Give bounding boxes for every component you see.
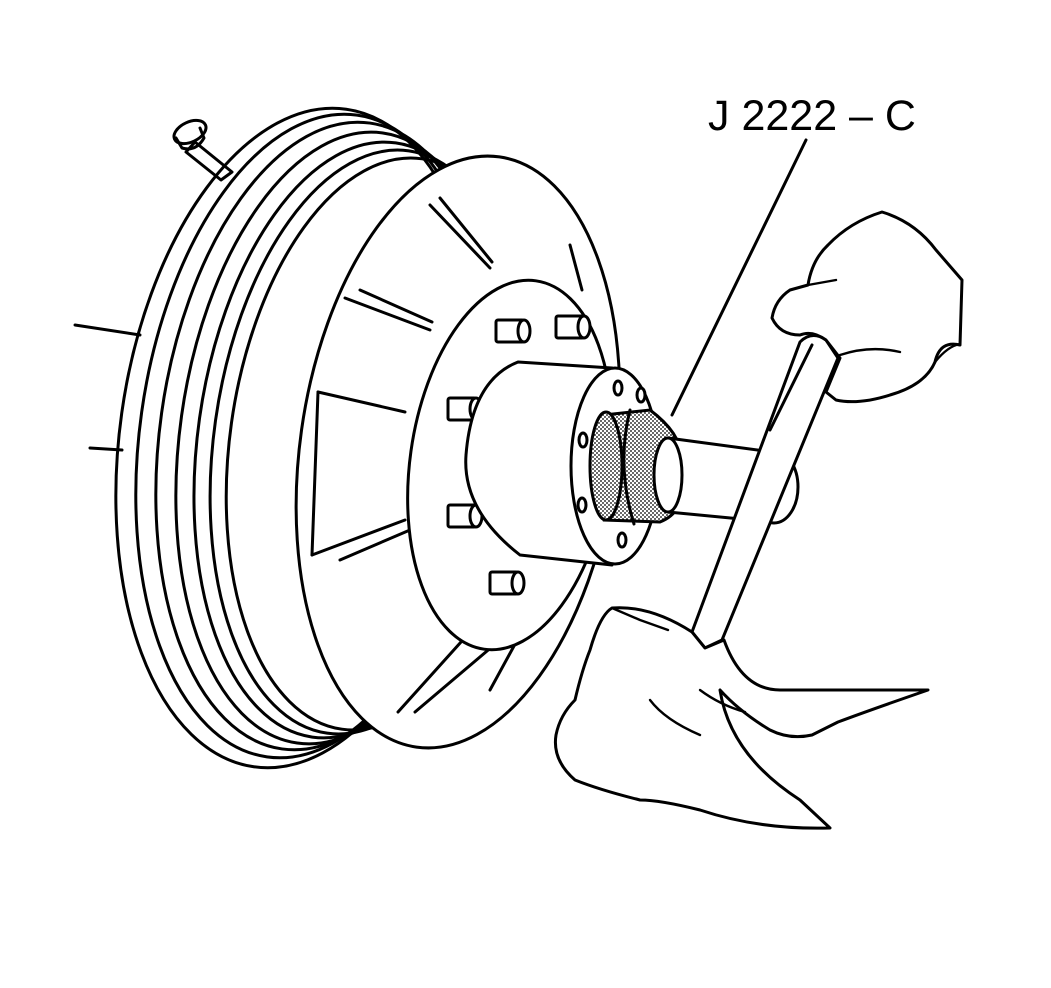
callout-leader [670, 138, 808, 417]
mounting-bolt [172, 118, 234, 182]
shaft-stub-lines [73, 323, 142, 452]
upper-hand [770, 210, 964, 404]
lower-hand [553, 606, 930, 830]
tool-number-label: J 2222 – C [708, 92, 916, 140]
